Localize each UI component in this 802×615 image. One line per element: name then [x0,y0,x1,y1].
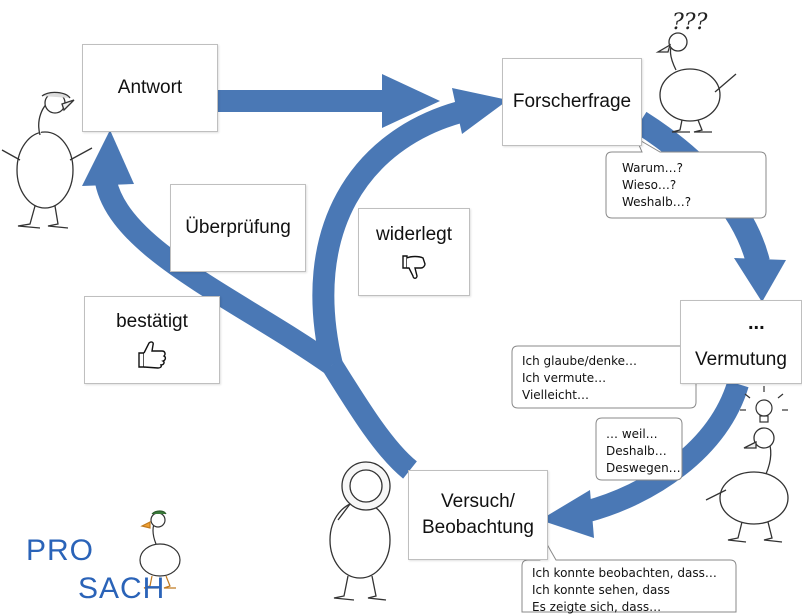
bubble-begruendung-text: … weil… Deshalb… Deswegen… [606,427,681,475]
arrow-versuch-to-junction [322,359,418,479]
node-versuch-label-line2: Beobachtung [422,517,534,538]
speech-bubble-beobachtung [521,544,737,613]
goose-vermutung-illustration [705,427,789,543]
node-widerlegt-label: widerlegt [375,224,453,246]
node-widerlegt: widerlegt [358,208,470,296]
arrow-widerlegt-to-forscherfrage [312,88,508,368]
goose-versuch-illustration [329,461,391,601]
node-vermutung: Vermutung [680,300,802,384]
bubble-vermutung-text: Ich glaube/denke… Ich vermute… Vielleich… [522,354,638,402]
node-antwort: Antwort [82,44,218,132]
bubble-beobachtung-text: Ich konnte beobachten, dass… Ich konnte … [532,566,717,614]
logo-pro: PRO [26,534,95,567]
question-marks: ??? [672,10,708,35]
thumbs-up-icon [138,341,167,369]
speech-bubble-begruendung [595,417,683,481]
node-forscherfrage: Forscherfrage [502,58,642,146]
light-bulb-icon [740,386,788,423]
node-bestaetigt: bestätigt [84,296,220,384]
thought-cloud-dots: ... [748,312,765,334]
node-ueberpruefung: Überprüfung [170,184,306,272]
node-vermutung-label: Vermutung [695,349,787,371]
goose-antwort-illustration [1,91,93,229]
node-antwort-label: Antwort [117,77,183,99]
bubble-forscherfrage-text: Warum…? Wieso…? Weshalb…? [622,161,692,209]
speech-bubble-forscherfrage [605,136,767,219]
node-versuch-label-line1: Versuch/ [441,491,515,513]
arrow-bestaetigt-to-antwort [82,130,339,374]
thumbs-down-icon [402,255,426,279]
node-forscherfrage-label: Forscherfrage [512,91,632,113]
node-ueberpruefung-label: Überprüfung [185,217,291,239]
goose-forscherfrage-illustration [655,32,737,133]
arrow-antwort-to-forscherfrage [216,74,440,128]
goose-logo-illustration [139,510,181,589]
logo-sach: SACH [78,572,166,605]
node-bestaetigt-label: bestätigt [116,311,188,333]
node-versuch-beobachtung: Versuch/ Beobachtung [408,470,548,560]
